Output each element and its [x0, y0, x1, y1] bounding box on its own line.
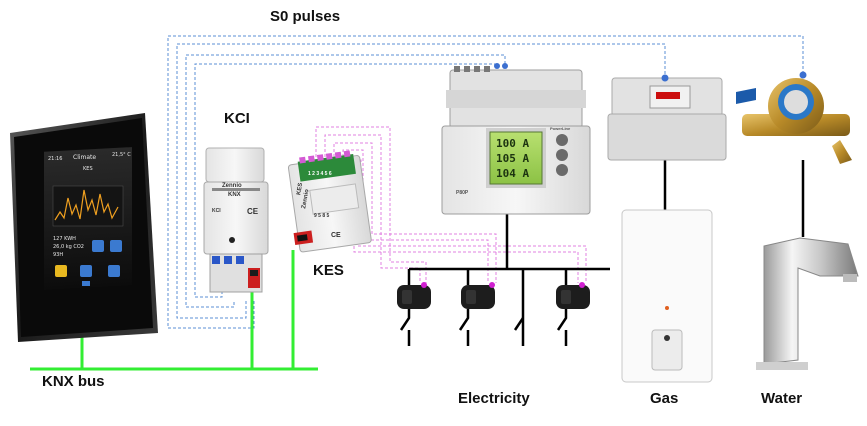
ct-line-3 [333, 142, 497, 283]
kci-brand-text: Zennio [222, 183, 242, 189]
port-icon [502, 63, 508, 69]
touch-panel [10, 113, 158, 342]
kes-bottom-terminals-text: 9 5 8 5 [314, 213, 330, 219]
panel-info-line-2: 26,0 kg CO2 [53, 244, 84, 250]
ct-line-1 [315, 126, 427, 283]
water-label: Water [761, 390, 803, 407]
water-meter [736, 71, 852, 164]
ct-clamp-2 [461, 282, 495, 309]
kes-terminals-text: 1 2 3 4 5 6 [308, 171, 332, 177]
meter-brand-text: PowerLine [550, 126, 571, 131]
gas-meter [607, 74, 727, 161]
meter-reading-2: 105 A [496, 152, 530, 165]
kci-device [203, 147, 269, 293]
panel-header-title: Climate [73, 154, 97, 161]
s0-line-meter-a [194, 63, 497, 298]
s0-line-water [167, 35, 804, 329]
water-tap [756, 237, 859, 370]
panel-header-right: 21,5° C [112, 152, 131, 158]
ct-line-2 [324, 134, 421, 283]
panel-info-line-1: 127 KWH [53, 236, 76, 242]
power-meter [441, 63, 591, 215]
port-icon [494, 63, 500, 69]
gas-label: Gas [650, 390, 679, 407]
panel-subtitle: KES [83, 166, 93, 172]
ct-clamps [397, 282, 590, 309]
kes-ce-mark: CE [331, 232, 341, 239]
electrical-wiring [399, 160, 805, 346]
kes-device [287, 150, 372, 253]
kci-label: KCI [224, 110, 250, 127]
ct-clamp-1 [397, 282, 431, 309]
gas-boiler [621, 209, 713, 383]
meter-reading-1: 100 A [496, 137, 530, 150]
kci-knx-text: KNX [228, 192, 241, 198]
kci-model-text: KCI [212, 208, 221, 214]
kes-label: KES [313, 262, 344, 279]
meter-model-text: P80P [456, 190, 469, 196]
panel-info-line-3: 93H [53, 252, 64, 258]
ct-clamp-3 [556, 282, 590, 309]
knx-bus-label: KNX bus [42, 373, 105, 390]
panel-header-left: 21:16 [48, 156, 63, 162]
electricity-label: Electricity [458, 390, 530, 407]
s0-pulses-label: S0 pulses [270, 8, 341, 25]
kci-ce-mark: CE [247, 207, 259, 216]
port-icon [799, 71, 807, 79]
s0-pulse-lines [167, 35, 804, 329]
port-icon [661, 74, 669, 82]
s0-line-gas [176, 43, 666, 319]
knx-bus [30, 250, 318, 371]
s0-line-meter-b [185, 54, 506, 308]
meter-reading-3: 104 A [496, 167, 530, 180]
